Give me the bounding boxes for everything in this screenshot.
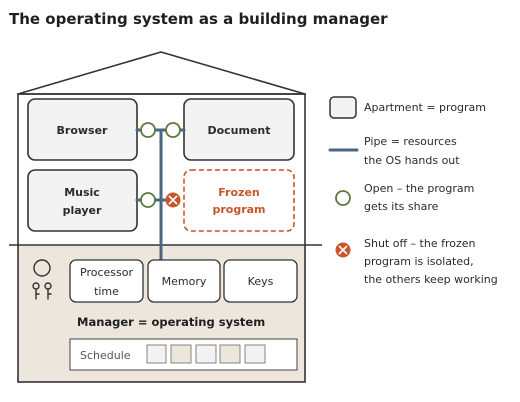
legend-shutoff-valve-icon bbox=[335, 242, 351, 258]
legend-open-text-1: Open – the program bbox=[364, 182, 474, 195]
apartment-browser-label: Browser bbox=[57, 124, 109, 137]
legend-shutoff-text-1: Shut off – the frozen bbox=[364, 237, 476, 250]
legend-shutoff-text-3: the others keep working bbox=[364, 273, 498, 286]
legend-pipe-text-2: the OS hands out bbox=[364, 154, 460, 167]
valve-open-music bbox=[140, 192, 156, 208]
apartment-music-player: Music player bbox=[27, 169, 138, 232]
apartment-document: Document bbox=[183, 98, 295, 161]
apartment-frozen-label-1: Frozen bbox=[218, 186, 260, 199]
schedule-slot bbox=[170, 344, 192, 364]
schedule-slot bbox=[244, 344, 266, 364]
schedule-bar: Schedule bbox=[69, 338, 298, 371]
apartment-music-label-1: Music bbox=[64, 186, 100, 199]
apartment-music-label-2: player bbox=[63, 204, 102, 217]
legend-shutoff-text-2: program is isolated, bbox=[364, 255, 474, 268]
apartment-frozen-label-2: program bbox=[212, 203, 265, 216]
schedule-slot bbox=[195, 344, 217, 364]
resource-keys-label: Keys bbox=[248, 275, 274, 288]
legend-pipe-text-1: Pipe = resources bbox=[364, 135, 457, 148]
resource-processor-time: Processor time bbox=[69, 259, 144, 303]
diagram-title: The operating system as a building manag… bbox=[9, 10, 388, 28]
valve-shut-frozen bbox=[165, 192, 181, 208]
resource-memory-label: Memory bbox=[162, 275, 207, 288]
valve-open-document bbox=[165, 122, 181, 138]
apartment-browser: Browser bbox=[27, 98, 138, 161]
manager-figure-icon bbox=[32, 259, 52, 300]
schedule-slot bbox=[219, 344, 241, 364]
resource-memory: Memory bbox=[147, 259, 221, 303]
resource-processor-label-2: time bbox=[94, 285, 119, 298]
schedule-label: Schedule bbox=[80, 349, 131, 362]
legend-open-valve-icon bbox=[335, 190, 351, 206]
legend-apartment-icon bbox=[329, 96, 357, 119]
valve-open-browser bbox=[140, 122, 156, 138]
legend-open-text-2: gets its share bbox=[364, 200, 439, 213]
roof bbox=[17, 51, 306, 95]
apartment-document-label: Document bbox=[207, 124, 270, 137]
apartment-frozen-program: Frozen program bbox=[183, 169, 295, 232]
resource-processor-label-1: Processor bbox=[80, 266, 133, 279]
resource-keys: Keys bbox=[223, 259, 298, 303]
legend: Apartment = program Pipe = resources the… bbox=[328, 96, 498, 286]
manager-label: Manager = operating system bbox=[77, 315, 265, 329]
legend-apartment-text: Apartment = program bbox=[364, 101, 486, 114]
building-outline bbox=[17, 93, 306, 383]
schedule-slot bbox=[146, 344, 167, 364]
